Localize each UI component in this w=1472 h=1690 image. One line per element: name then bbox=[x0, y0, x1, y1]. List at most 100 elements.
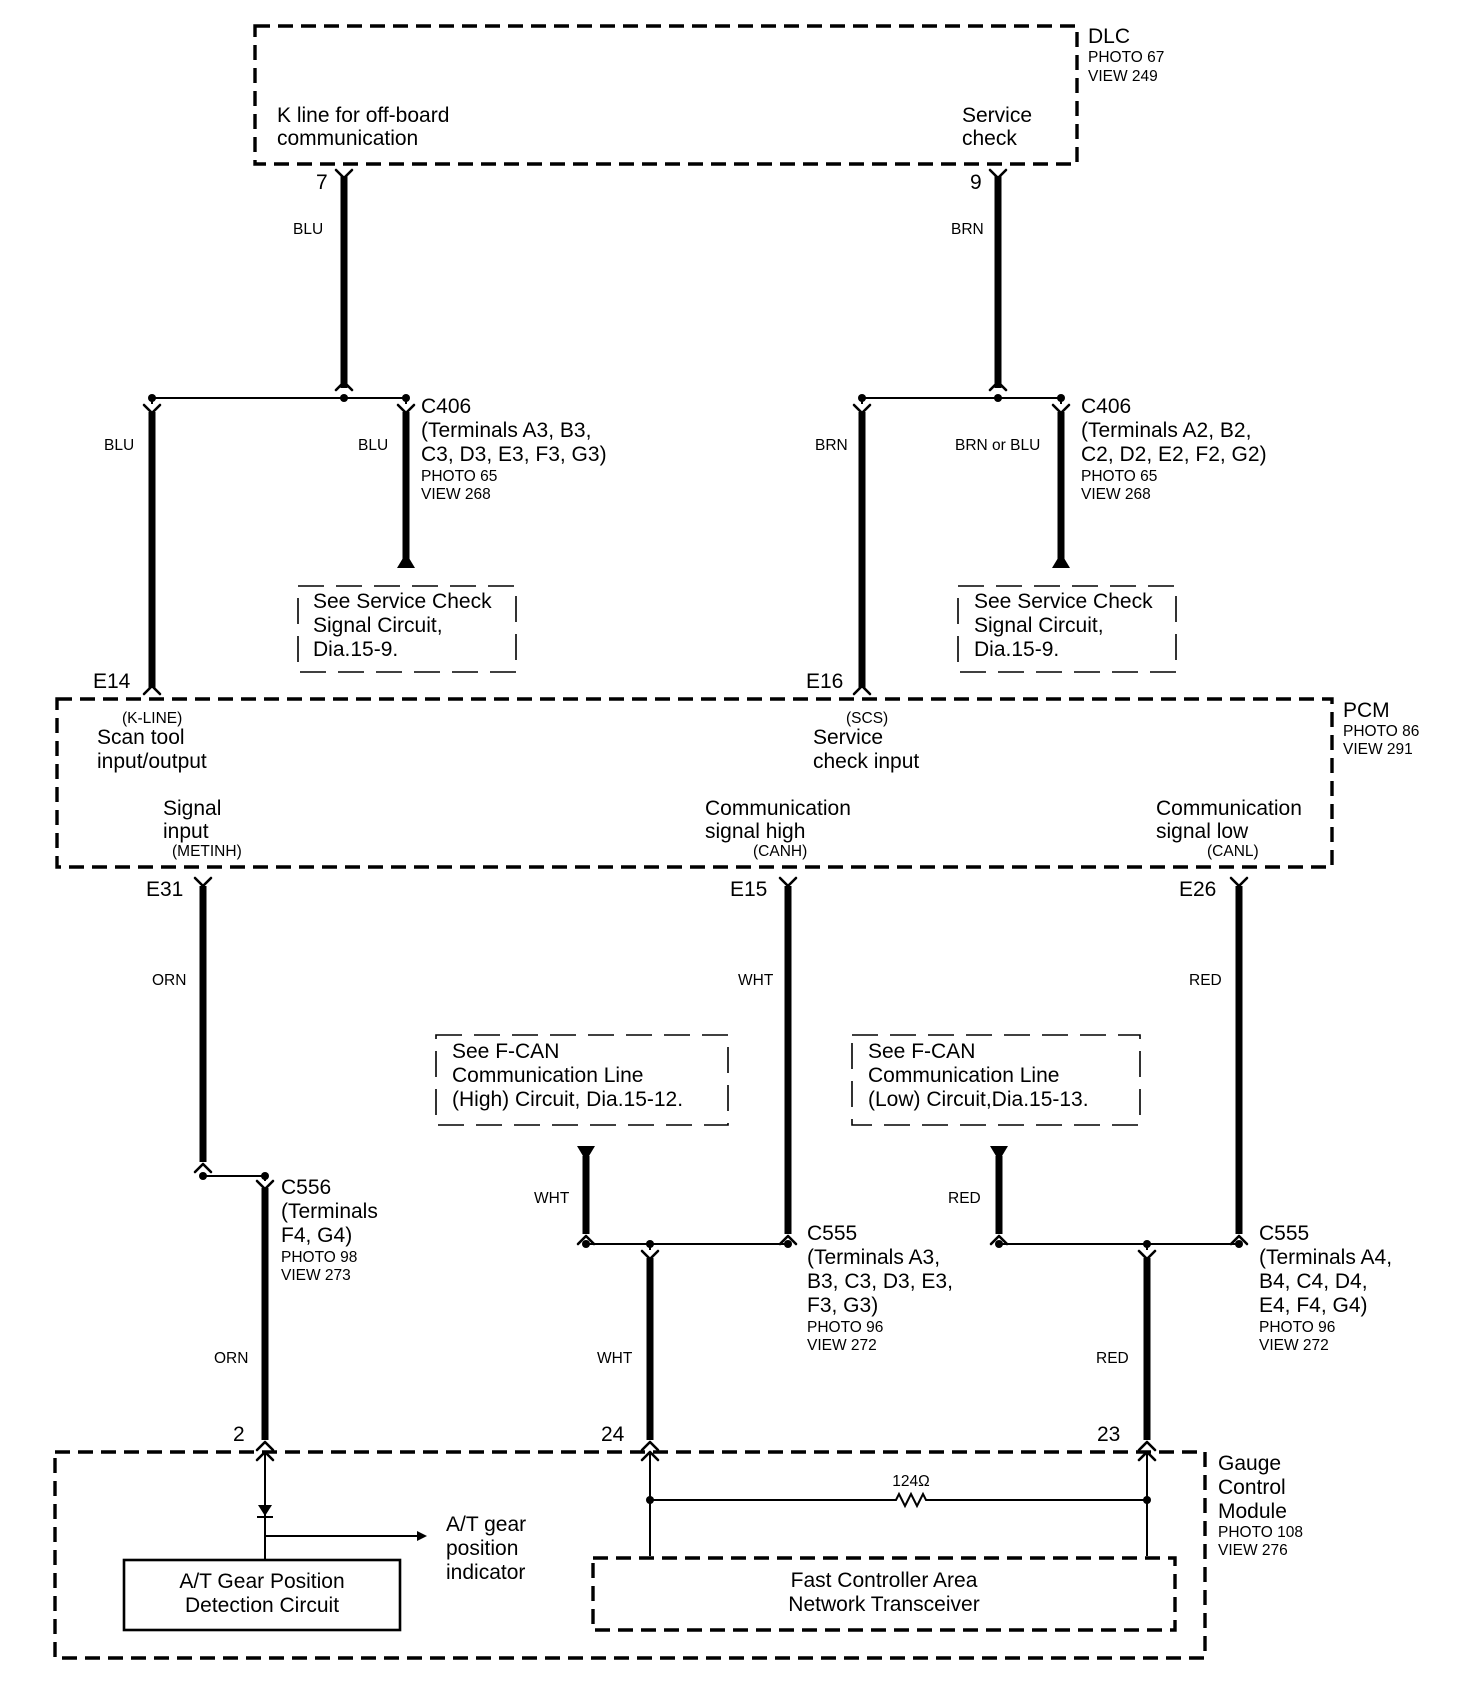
gauge-pin-24: 24 bbox=[601, 1423, 625, 1446]
wire-color-c406-left-branch: BLU bbox=[358, 437, 388, 454]
note-service-check-left: See Service Check Signal Circuit, Dia.15… bbox=[297, 585, 517, 673]
pcm-scs-tag: (SCS) bbox=[846, 710, 888, 727]
c555-high-terminals-1: (Terminals A3, bbox=[807, 1246, 940, 1269]
note-fcan-high-line-3: (High) Circuit, Dia.15-12. bbox=[452, 1088, 683, 1111]
c556-photo: PHOTO 98 bbox=[281, 1249, 357, 1266]
c406-right-terminals-1: (Terminals A2, B2, bbox=[1081, 419, 1251, 442]
c406-left-photo: PHOTO 65 bbox=[421, 468, 497, 485]
pcm-pin-e14: E14 bbox=[93, 670, 131, 693]
c556-terminals-2: F4, G4) bbox=[281, 1224, 352, 1247]
wire-color-gauge-pin23: RED bbox=[1096, 1350, 1129, 1367]
at-indicator-label-3: indicator bbox=[446, 1561, 525, 1584]
pcm-view: VIEW 291 bbox=[1343, 741, 1413, 758]
wire-e31-metinh: ORN ORN C556 (Terminals F4, G4) PHOTO 98… bbox=[152, 876, 378, 1452]
pcm-canh-label-1: Communication bbox=[705, 797, 851, 820]
gauge-control-module: Gauge Control Module PHOTO 108 VIEW 276 … bbox=[53, 1423, 1303, 1660]
pcm-metinh-label-2: input bbox=[163, 820, 209, 843]
c406-left-name: C406 bbox=[421, 395, 471, 418]
wire-dlc-service: BRN bbox=[951, 168, 1008, 392]
pcm-scs-label-1: Service bbox=[813, 726, 883, 749]
gauge-photo: PHOTO 108 bbox=[1218, 1524, 1303, 1541]
wire-color-c406-left-pcm: BLU bbox=[104, 437, 134, 454]
note-fcan-low: See F-CAN Communication Line (Low) Circu… bbox=[851, 1034, 1141, 1126]
c406-left-terminals-2: C3, D3, E3, F3, G3) bbox=[421, 443, 607, 466]
pcm-scs-label-2: check input bbox=[813, 750, 919, 773]
c556-view: VIEW 273 bbox=[281, 1267, 351, 1284]
note-fcan-high-line-1: See F-CAN bbox=[452, 1040, 559, 1063]
wire-color-e26: RED bbox=[1189, 972, 1222, 989]
pcm-canl-tag: (CANL) bbox=[1207, 843, 1259, 860]
c406-right-view: VIEW 268 bbox=[1081, 486, 1151, 503]
dlc-service-label-1: Service bbox=[962, 104, 1032, 127]
note-fcan-high: See F-CAN Communication Line (High) Circ… bbox=[435, 1034, 729, 1126]
pcm-canl-label-1: Communication bbox=[1156, 797, 1302, 820]
c406-right-name: C406 bbox=[1081, 395, 1131, 418]
note-service-left-line-3: Dia.15-9. bbox=[313, 638, 398, 661]
wire-color-c406-right-pcm: BRN bbox=[815, 437, 848, 454]
c555-high-terminals-2: B3, C3, D3, E3, bbox=[807, 1270, 953, 1293]
dlc-connector: DLC PHOTO 67 VIEW 249 K line for off-boa… bbox=[253, 24, 1164, 194]
c406-left-view: VIEW 268 bbox=[421, 486, 491, 503]
pcm-pin-e15: E15 bbox=[730, 878, 767, 901]
at-indicator-label-1: A/T gear bbox=[446, 1513, 526, 1536]
pcm-kline-tag: (K-LINE) bbox=[122, 710, 182, 727]
c555-low-name: C555 bbox=[1259, 1222, 1309, 1245]
pcm-pin-e26: E26 bbox=[1179, 878, 1216, 901]
gauge-pin-2: 2 bbox=[233, 1423, 245, 1446]
gauge-view: VIEW 276 bbox=[1218, 1542, 1288, 1559]
note-service-left-line-2: Signal Circuit, bbox=[313, 614, 443, 637]
dlc-pin-9: 9 bbox=[970, 171, 982, 194]
dlc-k-line-label-1: K line for off-board bbox=[277, 104, 449, 127]
dlc-name: DLC bbox=[1088, 25, 1130, 48]
wire-dlc-k-line: BLU bbox=[293, 168, 354, 392]
dlc-pin-7: 7 bbox=[316, 171, 328, 194]
splice-c406-left: BLU BLU C406 (Terminals A3, B3, C3, D3, … bbox=[104, 394, 607, 696]
c555-low-terminals-1: (Terminals A4, bbox=[1259, 1246, 1392, 1269]
gauge-name-3: Module bbox=[1218, 1500, 1287, 1523]
pcm-photo: PHOTO 86 bbox=[1343, 723, 1419, 740]
c555-high-name: C555 bbox=[807, 1222, 857, 1245]
splice-c406-right: BRN BRN or BLU C406 (Terminals A2, B2, C… bbox=[815, 394, 1267, 696]
c406-right-photo: PHOTO 65 bbox=[1081, 468, 1157, 485]
wire-color-e31: ORN bbox=[152, 972, 186, 989]
pcm-metinh-tag: (METINH) bbox=[172, 843, 242, 860]
at-detection-label-1: A/T Gear Position bbox=[179, 1570, 344, 1593]
wire-color-gauge-pin2: ORN bbox=[214, 1350, 248, 1367]
pcm-canh-tag: (CANH) bbox=[753, 843, 807, 860]
c555-low-view: VIEW 272 bbox=[1259, 1337, 1329, 1354]
note-service-right-line-2: Signal Circuit, bbox=[974, 614, 1104, 637]
wire-color-e15: WHT bbox=[738, 972, 774, 989]
note-service-right-line-3: Dia.15-9. bbox=[974, 638, 1059, 661]
note-fcan-high-line-2: Communication Line bbox=[452, 1064, 643, 1087]
wire-e15-canh: WHT WHT WHT C555 (Terminals A3, B3, C3, … bbox=[534, 876, 953, 1452]
c556-terminals-1: (Terminals bbox=[281, 1200, 378, 1223]
c555-high-terminals-3: F3, G3) bbox=[807, 1294, 878, 1317]
pcm-module: PCM PHOTO 86 VIEW 291 E14 E16 (K-LINE) S… bbox=[55, 670, 1419, 901]
c555-low-photo: PHOTO 96 bbox=[1259, 1319, 1335, 1336]
pcm-pin-e16: E16 bbox=[806, 670, 843, 693]
dlc-k-line-label-2: communication bbox=[277, 127, 418, 150]
wire-color-c406-right-branch: BRN or BLU bbox=[955, 437, 1040, 454]
pcm-kline-label-1: Scan tool bbox=[97, 726, 185, 749]
wire-color-gauge-pin24: WHT bbox=[597, 1350, 633, 1367]
gauge-name-2: Control bbox=[1218, 1476, 1286, 1499]
gauge-pin-23: 23 bbox=[1097, 1423, 1120, 1446]
transceiver-label-1: Fast Controller Area bbox=[791, 1569, 978, 1592]
note-service-left-line-1: See Service Check bbox=[313, 590, 492, 613]
note-fcan-low-line-2: Communication Line bbox=[868, 1064, 1059, 1087]
note-service-check-right: See Service Check Signal Circuit, Dia.15… bbox=[957, 585, 1177, 673]
pcm-canl-label-2: signal low bbox=[1156, 820, 1249, 843]
dlc-view: VIEW 249 bbox=[1088, 68, 1158, 85]
wire-color-dlc-k: BLU bbox=[293, 221, 323, 238]
pcm-name: PCM bbox=[1343, 699, 1390, 722]
note-fcan-low-line-1: See F-CAN bbox=[868, 1040, 975, 1063]
transceiver-label-2: Network Transceiver bbox=[788, 1593, 979, 1616]
pcm-canh-label-2: signal high bbox=[705, 820, 805, 843]
at-detection-label-2: Detection Circuit bbox=[185, 1594, 339, 1617]
pcm-kline-label-2: input/output bbox=[97, 750, 207, 773]
c406-right-terminals-2: C2, D2, E2, F2, G2) bbox=[1081, 443, 1267, 466]
dlc-service-label-2: check bbox=[962, 127, 1017, 150]
c555-high-view: VIEW 272 bbox=[807, 1337, 877, 1354]
at-indicator-label-2: position bbox=[446, 1537, 518, 1560]
